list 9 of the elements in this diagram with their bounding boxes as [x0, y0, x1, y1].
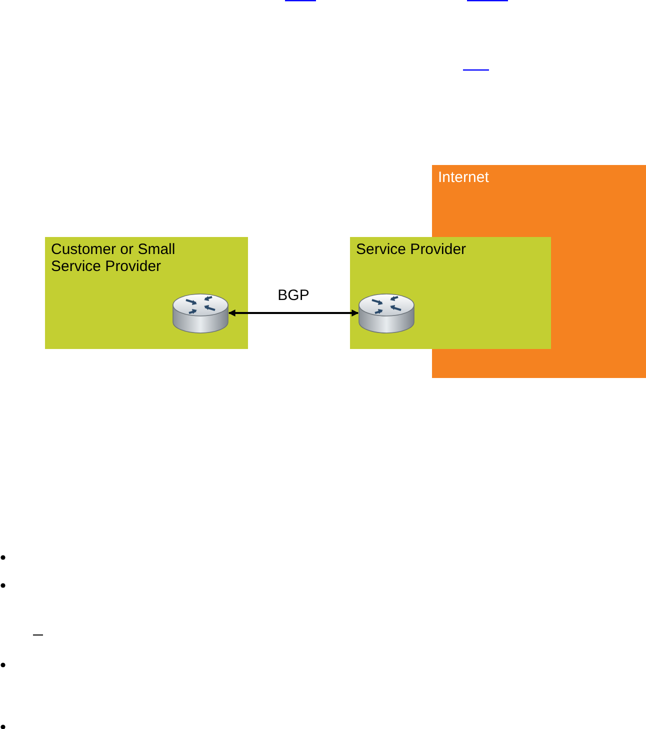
area-label: Service Provider — [356, 241, 468, 258]
router-icon — [172, 292, 229, 334]
router-icon — [358, 292, 415, 334]
area-label: Customer or Small Service Provider — [51, 241, 176, 275]
area-label: Internet — [438, 169, 490, 186]
bidirectional-arrow — [228, 310, 359, 316]
network-box — [350, 237, 551, 349]
network-box — [45, 237, 248, 349]
network-area — [432, 165, 646, 237]
